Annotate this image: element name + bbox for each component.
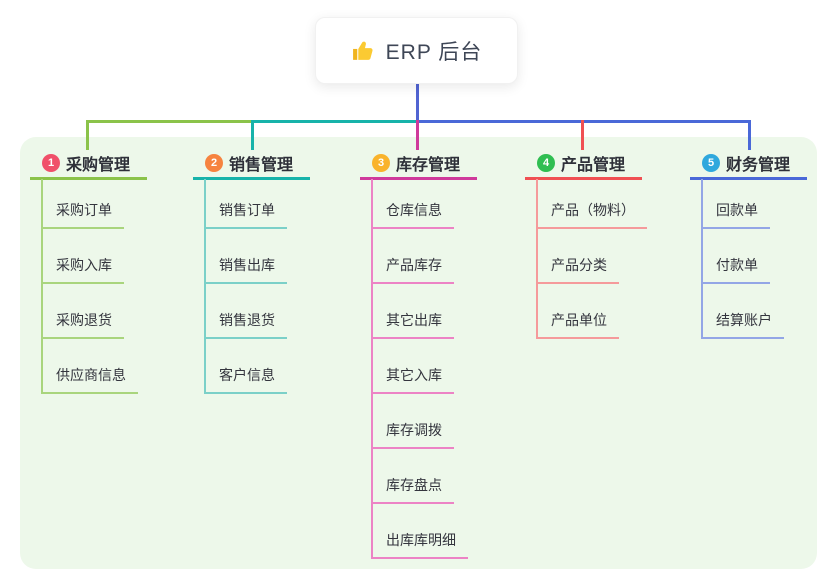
branch-head-finance[interactable]: 5 财务管理 <box>690 148 807 180</box>
branch-number-badge: 1 <box>42 153 60 172</box>
child-node[interactable]: 产品分类 <box>536 254 619 284</box>
child-node[interactable]: 采购订单 <box>41 199 124 229</box>
child-node[interactable]: 供应商信息 <box>41 364 138 394</box>
child-connector-line <box>41 179 43 394</box>
root-title: ERP 后台 <box>385 40 483 64</box>
thumbs-up-icon <box>352 41 373 60</box>
child-node[interactable]: 出库库明细 <box>371 529 468 559</box>
child-node[interactable]: 付款单 <box>701 254 770 284</box>
branch-head-inventory[interactable]: 3 库存管理 <box>360 148 477 180</box>
child-node[interactable]: 其它入库 <box>371 364 454 394</box>
connector-drop-line <box>86 120 89 150</box>
branch-head-purchase[interactable]: 1 采购管理 <box>30 148 147 180</box>
branch-label: 采购管理 <box>66 156 131 174</box>
child-node[interactable]: 库存调拨 <box>371 419 454 449</box>
child-node[interactable]: 销售退货 <box>204 309 287 339</box>
branch-label: 财务管理 <box>726 156 791 174</box>
child-node[interactable]: 结算账户 <box>701 309 784 339</box>
connector-drop-line <box>416 120 419 150</box>
root-node[interactable]: ERP 后台 <box>315 17 518 84</box>
connector-drop-line <box>581 120 584 150</box>
child-node[interactable]: 仓库信息 <box>371 199 454 229</box>
branch-label: 库存管理 <box>396 156 461 174</box>
child-node[interactable]: 产品库存 <box>371 254 454 284</box>
child-node[interactable]: 产品单位 <box>536 309 619 339</box>
child-node[interactable]: 采购入库 <box>41 254 124 284</box>
branch-number-badge: 4 <box>537 153 555 172</box>
child-connector-line <box>371 179 373 559</box>
child-node[interactable]: 回款单 <box>701 199 770 229</box>
child-node[interactable]: 销售订单 <box>204 199 287 229</box>
branch-head-product[interactable]: 4 产品管理 <box>525 148 642 180</box>
branch-label: 产品管理 <box>561 156 626 174</box>
child-connector-line <box>536 179 538 339</box>
child-node[interactable]: 客户信息 <box>204 364 287 394</box>
branch-label: 销售管理 <box>229 156 294 174</box>
connector-drop-line <box>251 120 254 150</box>
root-connector-line <box>416 84 419 120</box>
connector-drop-line <box>748 120 751 150</box>
child-connector-line <box>204 179 206 394</box>
connector-bus-segment <box>86 120 253 123</box>
branch-head-sales[interactable]: 2 销售管理 <box>193 148 310 180</box>
child-node[interactable]: 销售出库 <box>204 254 287 284</box>
child-node[interactable]: 其它出库 <box>371 309 454 339</box>
child-node[interactable]: 产品（物料） <box>536 199 647 229</box>
child-connector-line <box>701 179 703 339</box>
branches-panel-background <box>20 137 817 569</box>
child-node[interactable]: 库存盘点 <box>371 474 454 504</box>
branch-number-badge: 5 <box>702 153 720 172</box>
child-node[interactable]: 采购退货 <box>41 309 124 339</box>
connector-bus-segment <box>251 120 419 123</box>
branch-number-badge: 3 <box>372 153 390 172</box>
branch-number-badge: 2 <box>205 153 223 172</box>
